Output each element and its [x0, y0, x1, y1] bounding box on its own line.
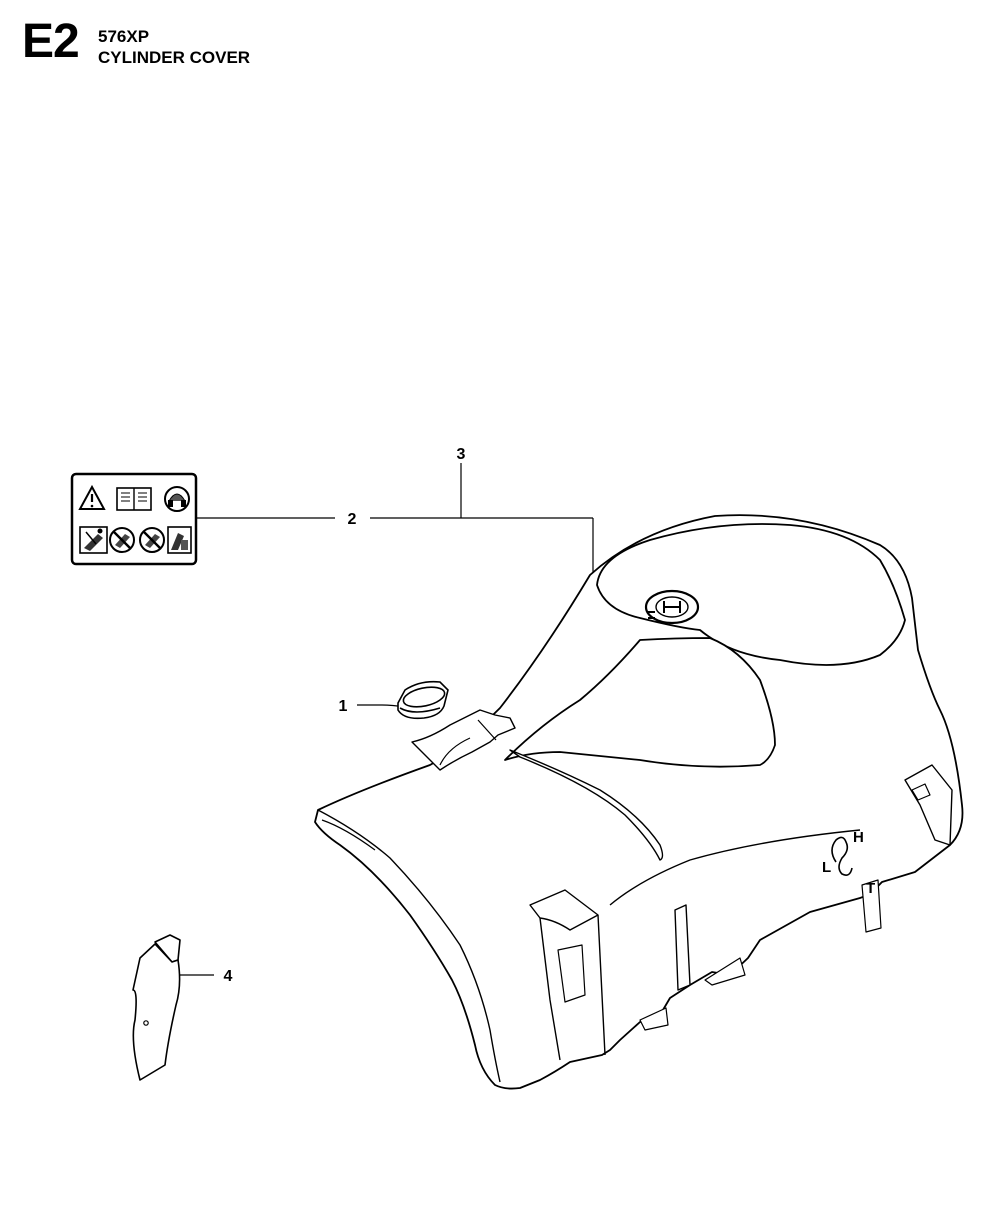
callout-3: 3	[457, 446, 466, 463]
diagram-title: CYLINDER COVER	[98, 48, 251, 67]
model-name: 576XP	[98, 27, 150, 46]
hearing-protection-icon	[164, 486, 190, 512]
idle-marking: T	[866, 880, 875, 897]
callout-1: 1	[339, 698, 348, 715]
carb-adjust-markings	[831, 836, 853, 876]
no-one-hand-icon	[109, 527, 135, 553]
no-one-hand-icon	[139, 527, 165, 553]
warning-triangle-icon	[78, 484, 106, 510]
section-code: E2	[22, 15, 80, 68]
cylinder-cover[interactable]	[314, 514, 964, 1090]
high-speed-marking: H	[853, 829, 864, 846]
kickback-icon	[79, 526, 108, 554]
leader-lines	[160, 463, 594, 976]
husqvarna-logo-icon	[644, 589, 700, 625]
callout-4: 4	[224, 968, 233, 985]
plug[interactable]	[397, 680, 449, 720]
two-hand-grip-icon	[167, 526, 192, 554]
manual-book-icon	[116, 487, 152, 511]
heat-shield-plate[interactable]	[132, 934, 181, 1081]
callout-2: 2	[348, 511, 357, 528]
warning-decal[interactable]	[70, 472, 198, 566]
low-speed-marking: L	[822, 859, 831, 876]
